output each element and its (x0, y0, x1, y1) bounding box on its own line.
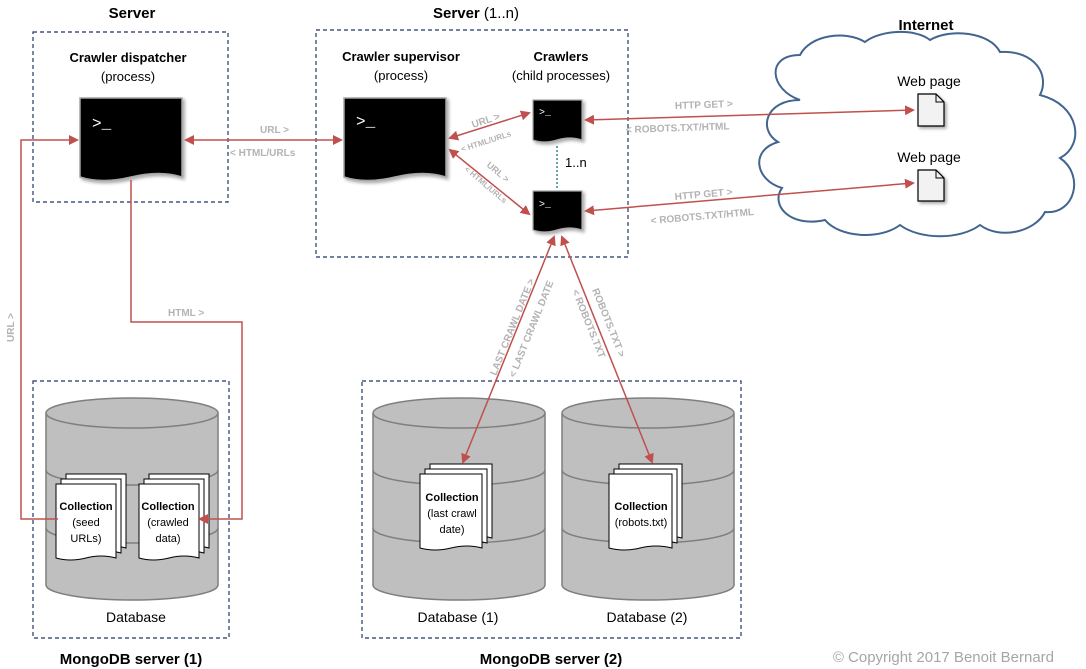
arrow-crawler2-robots (560, 235, 654, 464)
edge-label-url-crawler1: URL > (471, 111, 502, 130)
dispatcher-name: Crawler dispatcher (69, 50, 186, 65)
collection-seed-title: Collection (59, 501, 112, 513)
supervisor-name: Crawler supervisor (342, 49, 460, 64)
internet-cloud-shape (758, 30, 1077, 238)
dispatcher-terminal-icon (79, 97, 183, 182)
web-page-2-icon (917, 169, 945, 202)
copyright-text: © Copyright 2017 Benoit Bernard (833, 649, 1054, 666)
collection-last-stack (419, 463, 493, 551)
crawler1-terminal-icon (532, 99, 583, 143)
database-2-label: Database (1) (418, 609, 499, 625)
supervisor-sub: (process) (374, 68, 428, 83)
dispatcher-prompt: >_ (92, 115, 112, 133)
dispatcher-sub: (process) (101, 69, 155, 84)
crawlers-name: Crawlers (534, 49, 589, 64)
web-page-1-icon (917, 93, 945, 127)
collection-seed-line2: URLs) (70, 533, 101, 545)
internet-title: Internet (898, 17, 953, 34)
arrow-supervisor-crawler1 (448, 110, 531, 141)
mongo1-box (32, 380, 230, 639)
collection-crawled-stack (138, 473, 210, 561)
crawler2-terminal-icon (532, 190, 583, 233)
arrow-dispatcher-to-crawled (130, 180, 243, 524)
server-mid-title: Server (1..n) (433, 5, 519, 22)
collection-robots-title: Collection (614, 501, 667, 513)
edge-label-url-vertical: URL > (6, 313, 17, 342)
edge-label-robots-html-2: < ROBOTS.TXT/HTML (650, 207, 754, 227)
server-mid-title-suffix: (1..n) (480, 5, 519, 22)
edge-label-url: URL > (260, 125, 289, 136)
server-left-title: Server (109, 5, 156, 22)
edge-label-html: HTML > (168, 308, 204, 319)
web-page-1-label: Web page (897, 73, 961, 89)
collection-crawled-title: Collection (141, 501, 194, 513)
collection-crawled-line1: (crawled (147, 517, 189, 529)
collection-seed-line1: (seed (72, 517, 100, 529)
mongo1-title: MongoDB server (1) (60, 651, 203, 668)
database-3-label: Database (2) (607, 609, 688, 625)
edge-label-robots-html-1: < ROBOTS.TXT/HTML (626, 121, 730, 136)
supervisor-prompt: >_ (356, 113, 376, 131)
collection-seed-stack (55, 473, 127, 561)
edge-label-http-get-2: HTTP GET > (674, 187, 733, 203)
crawler2-prompt: >_ (539, 200, 552, 211)
collection-crawled-line2: data) (155, 533, 180, 545)
web-page-2-label: Web page (897, 149, 961, 165)
arrow-crawler2-lastcrawl (461, 235, 556, 464)
collection-robots-stack (608, 463, 683, 551)
arrow-seed-to-dispatcher (20, 135, 79, 520)
supervisor-terminal-icon (343, 97, 447, 182)
server-mid-title-main: Server (433, 5, 480, 22)
mongo2-title: MongoDB server (2) (480, 651, 623, 668)
crawler1-prompt: >_ (539, 108, 552, 119)
collection-robots-line1: (robots.txt) (615, 517, 668, 529)
edge-label-html-urls: < HTML/URLs (230, 148, 296, 159)
collection-last-title: Collection (425, 492, 478, 504)
database-1-label: Database (106, 609, 166, 625)
crawler-multiplicity: 1..n (565, 155, 587, 170)
collection-last-line2: date) (439, 524, 464, 536)
arrow-supervisor-crawler2 (448, 148, 531, 216)
arrow-crawler2-webpage2 (584, 178, 915, 216)
edge-label-http-get-1: HTTP GET > (675, 99, 733, 112)
crawlers-sub: (child processes) (512, 68, 610, 83)
arrow-crawler1-webpage1 (584, 105, 915, 125)
collection-last-line1: (last crawl (427, 508, 477, 520)
